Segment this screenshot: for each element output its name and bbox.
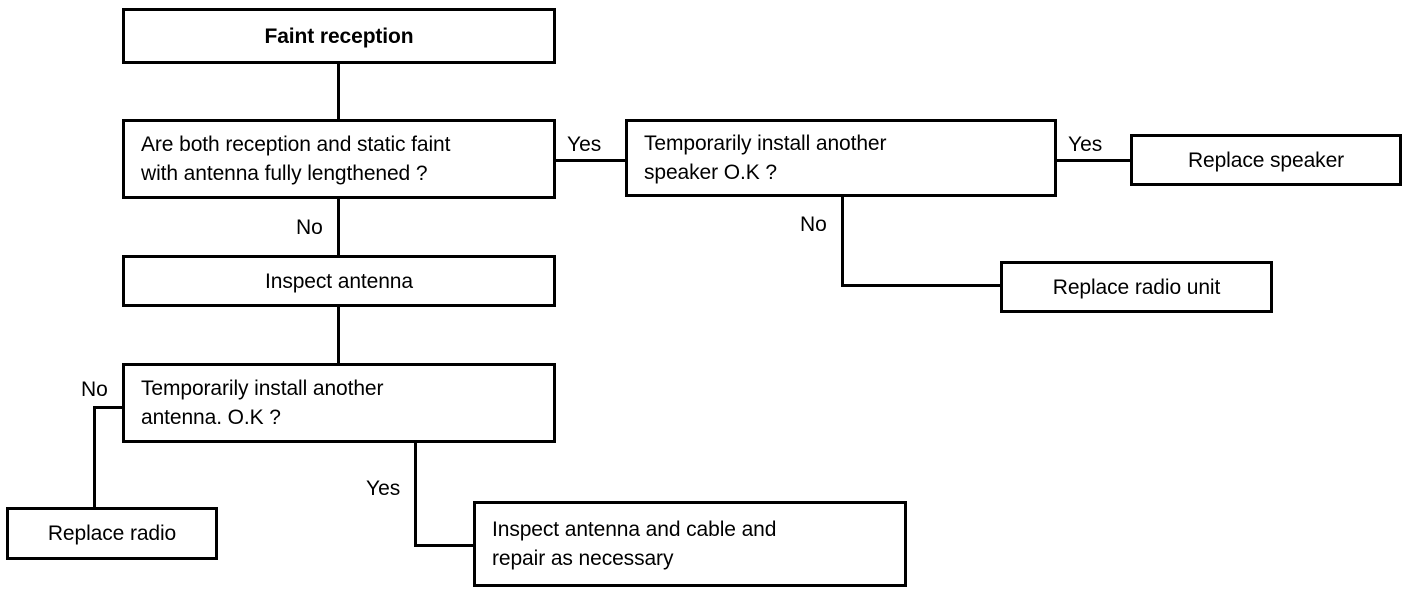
node-label: Are both reception and static faint with… — [141, 133, 451, 185]
node-label: Faint reception — [264, 24, 414, 48]
node-start-faint-reception[interactable]: Faint reception — [122, 8, 556, 64]
node-label: Replace radio — [47, 522, 177, 545]
edge-label-antenna-yes: Yes — [366, 477, 401, 500]
node-replace-radio[interactable]: Replace radio — [6, 507, 218, 560]
node-decision-temporary-speaker[interactable]: Temporarily install another speaker O.K … — [625, 119, 1057, 197]
node-label: Replace radio unit — [1052, 275, 1221, 299]
edge-speaker-no-vertical — [841, 194, 844, 287]
node-label: Replace speaker — [1187, 148, 1345, 172]
node-inspect-antenna[interactable]: Inspect antenna — [122, 255, 556, 307]
edge-antenna-yes-horizontal — [414, 544, 475, 547]
edge-label-reception-yes: Yes — [567, 133, 602, 156]
node-decision-reception-static-faint[interactable]: Are both reception and static faint with… — [122, 119, 556, 199]
edge-antenna-no-horizontal — [93, 406, 125, 409]
edge-reception-no-to-inspect-antenna — [337, 198, 340, 257]
edge-label-speaker-no: No — [800, 213, 827, 236]
edge-inspect-antenna-to-antenna-decision — [337, 305, 340, 363]
edge-speaker-yes-to-replace-speaker — [1054, 159, 1132, 162]
node-label: Inspect antenna — [265, 269, 413, 293]
edge-speaker-no-horizontal — [841, 284, 1002, 287]
node-replace-radio-unit[interactable]: Replace radio unit — [1000, 261, 1273, 313]
edge-label-speaker-yes: Yes — [1068, 133, 1103, 156]
edge-label-reception-no: No — [296, 216, 323, 239]
edge-reception-yes-to-speaker-decision — [553, 159, 627, 162]
node-label: Inspect antenna and cable and repair as … — [492, 518, 777, 570]
node-replace-speaker[interactable]: Replace speaker — [1130, 134, 1402, 186]
node-decision-temporary-antenna[interactable]: Temporarily install another antenna. O.K… — [122, 363, 556, 443]
node-label: Temporarily install another speaker O.K … — [644, 132, 887, 184]
node-inspect-antenna-and-cable[interactable]: Inspect antenna and cable and repair as … — [473, 501, 907, 587]
edge-label-antenna-no: No — [81, 378, 108, 401]
edge-antenna-yes-vertical — [414, 441, 417, 547]
edge-start-to-reception-decision — [337, 61, 340, 121]
edge-antenna-no-vertical — [93, 406, 96, 508]
node-label: Temporarily install another antenna. O.K… — [141, 377, 384, 429]
